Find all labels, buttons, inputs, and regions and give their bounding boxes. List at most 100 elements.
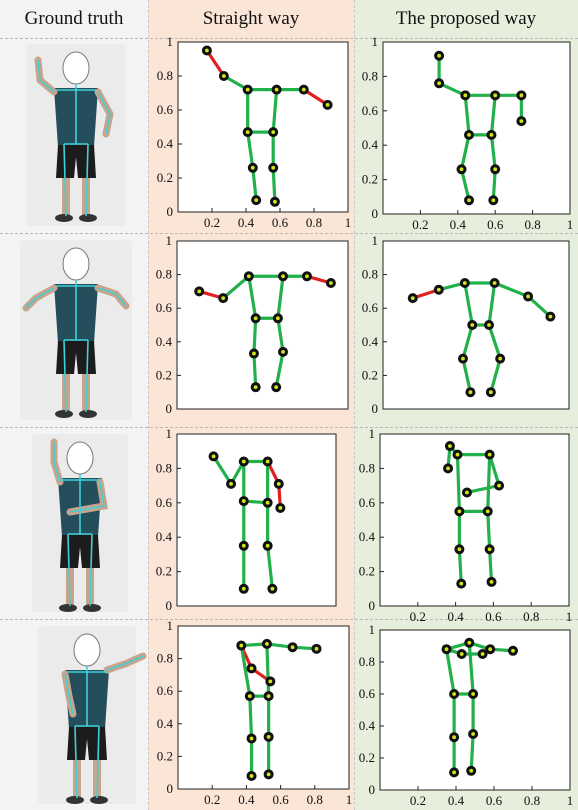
header-straight-way: Straight way: [202, 8, 300, 29]
limb: [459, 167, 471, 202]
limb: [266, 544, 274, 591]
chart-frame: [177, 625, 350, 790]
joint: [441, 644, 452, 655]
limb: [463, 93, 471, 137]
joint: [460, 90, 471, 101]
y-tick-label: 0.4: [157, 136, 174, 151]
limb: [486, 453, 492, 513]
joint: [485, 644, 496, 655]
joint: [246, 733, 257, 744]
y-tick-label: 0.6: [157, 683, 174, 698]
joint: [301, 271, 312, 282]
joint: [208, 451, 219, 462]
x-tick-label: 0.6: [272, 215, 289, 230]
joint: [238, 496, 249, 507]
y-tick-label: 0.2: [359, 750, 375, 765]
x-tick-label: 0.2: [204, 215, 220, 230]
row-separator: [0, 619, 578, 620]
y-tick-label: 0: [369, 782, 376, 797]
chart-frame: [176, 240, 349, 410]
limb: [246, 130, 255, 170]
x-tick-label: 1: [567, 793, 574, 808]
x-tick-label: 0.6: [486, 793, 503, 808]
joint: [263, 769, 274, 780]
y-tick-label: 1: [372, 34, 379, 49]
joint: [243, 271, 254, 282]
pose-chart-proposed-row2: 00.20.40.60.81: [362, 233, 570, 416]
pose-chart-straight-row2: 00.20.40.60.81: [156, 233, 349, 416]
joint: [468, 729, 479, 739]
header-ground-truth: Ground truth: [24, 8, 124, 29]
x-tick-label: 0.8: [524, 217, 540, 232]
x-tick-label: 1: [345, 215, 352, 230]
limb: [444, 647, 456, 696]
joint: [218, 71, 229, 81]
joint: [311, 643, 322, 654]
joint: [236, 640, 247, 651]
joint: [250, 313, 261, 324]
y-tick-label: 0.6: [156, 495, 173, 510]
limb: [487, 281, 497, 327]
joint: [275, 502, 286, 513]
y-tick-label: 0.6: [157, 102, 174, 117]
x-tick-label: 0.4: [238, 215, 255, 230]
limb: [493, 281, 530, 299]
joint: [457, 353, 468, 364]
x-tick-label: 0.2: [410, 793, 426, 808]
person-photo: [26, 44, 126, 226]
x-tick-label: 0.4: [447, 609, 464, 624]
limb: [251, 166, 258, 202]
joint: [263, 691, 274, 702]
y-tick-label: 0.4: [156, 334, 173, 349]
limb: [491, 167, 497, 202]
x-tick-label: 0.2: [204, 792, 220, 807]
limb: [459, 133, 471, 171]
x-tick-label: 0.6: [485, 609, 502, 624]
joint: [244, 691, 255, 702]
joint: [278, 271, 289, 282]
joint: [456, 649, 467, 659]
joint: [461, 487, 472, 498]
y-tick-label: 0.8: [157, 651, 173, 666]
limb: [239, 643, 252, 698]
limb-error: [205, 48, 226, 78]
joint: [298, 84, 309, 95]
joint: [238, 583, 249, 594]
limb: [467, 641, 475, 696]
y-tick-label: 0.2: [156, 367, 172, 382]
joint: [459, 278, 470, 288]
y-tick-label: 0: [166, 598, 173, 613]
joint: [490, 164, 501, 175]
x-tick-label: 0.6: [487, 217, 504, 232]
joint: [486, 576, 497, 587]
joint: [523, 291, 534, 302]
joint: [452, 449, 463, 460]
y-tick-label: 1: [166, 426, 173, 441]
y-tick-label: 0.2: [157, 748, 173, 763]
joint: [238, 540, 249, 551]
joint: [271, 84, 282, 95]
y-tick-label: 0.2: [359, 564, 375, 579]
y-tick-label: 0: [167, 781, 174, 796]
y-tick-label: 0: [167, 204, 174, 219]
joint: [407, 293, 418, 304]
limb: [221, 274, 251, 300]
joint: [454, 544, 465, 555]
x-tick-label: 0.8: [307, 792, 323, 807]
limb: [489, 93, 497, 137]
joint: [325, 278, 336, 288]
joint: [250, 382, 261, 393]
joint: [262, 497, 273, 508]
limb: [488, 453, 501, 488]
joint: [201, 45, 212, 56]
row-separator: [0, 38, 578, 39]
limb: [265, 642, 271, 698]
x-tick-label: 1: [567, 217, 574, 232]
limb: [248, 694, 254, 741]
chart-frame: [379, 629, 571, 791]
limb: [252, 351, 258, 389]
joint: [226, 478, 237, 489]
joint: [218, 293, 229, 304]
